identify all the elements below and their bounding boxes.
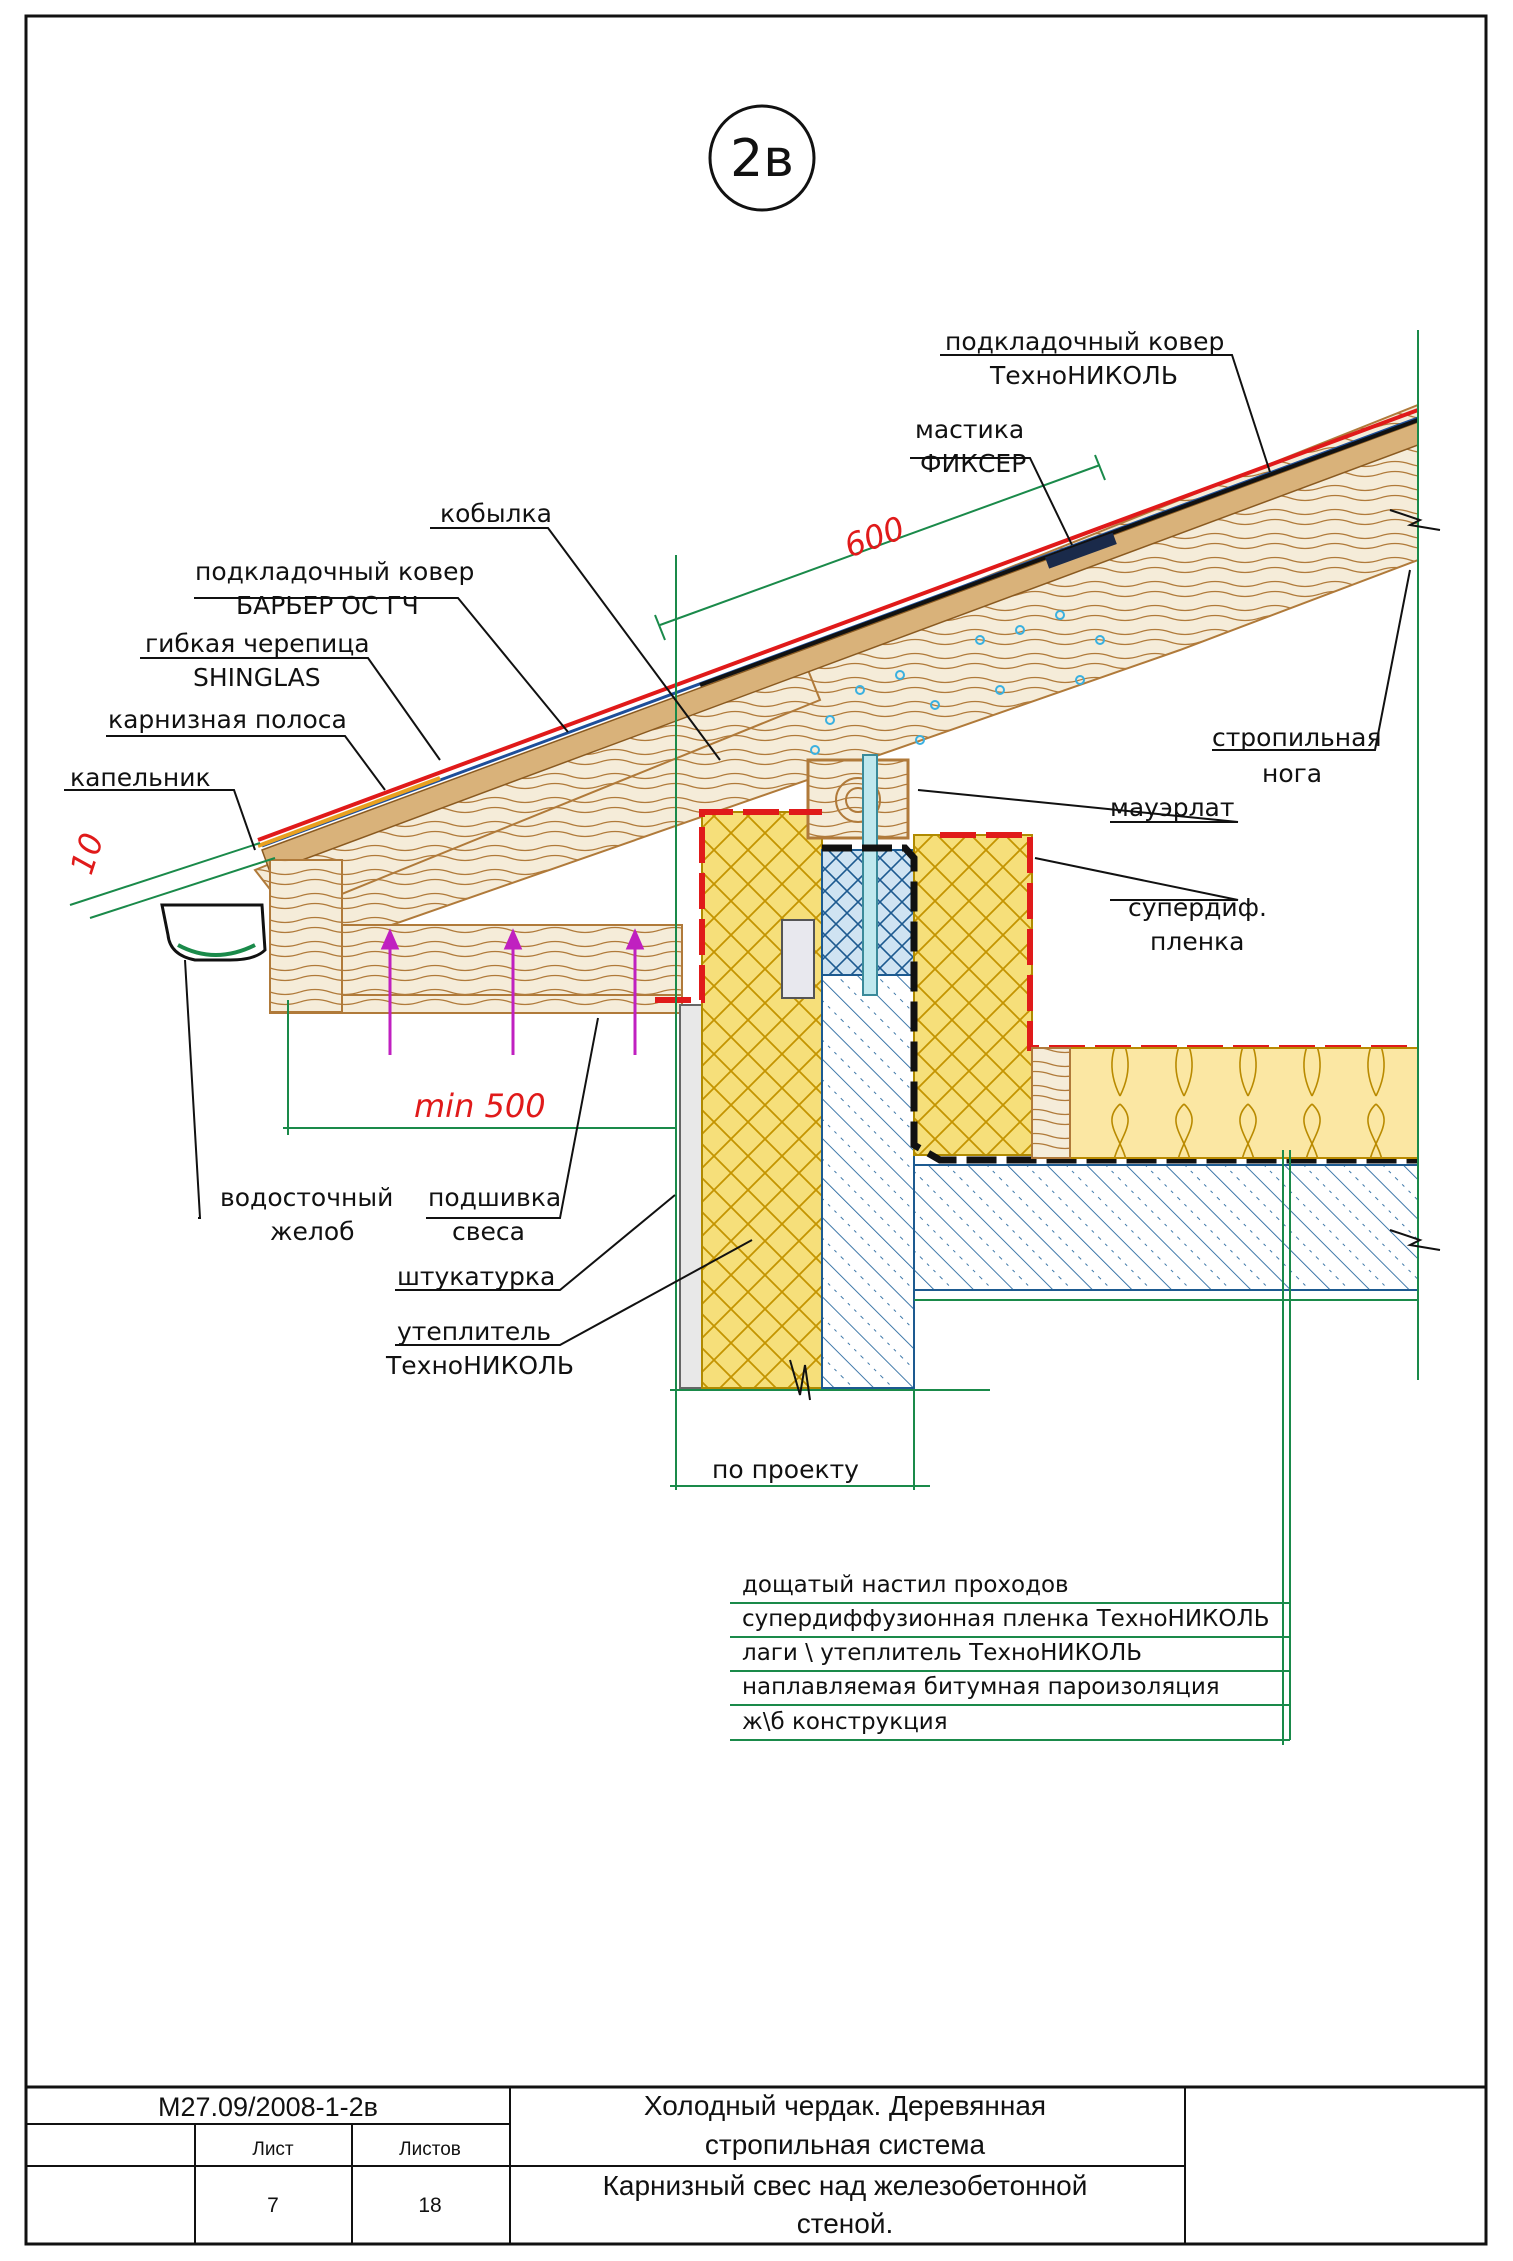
fascia-board xyxy=(269,859,343,1013)
floor-slab xyxy=(913,1164,1419,1291)
label-gutter-1: водосточный xyxy=(220,1183,393,1212)
label-plaster: штукатурка xyxy=(397,1262,555,1291)
label-underlay-top-1: подкладочный ковер xyxy=(945,327,1224,356)
title-line-1: Холодный чердак. Деревянная xyxy=(644,2090,1046,2121)
sheets-label: Листов xyxy=(399,2139,461,2160)
label-insul-2: ТехноНИКОЛЬ xyxy=(385,1351,574,1380)
mastic-strip xyxy=(1045,532,1117,569)
label-mauerlat: мауэрлат xyxy=(1110,793,1234,822)
mauerlat-beam xyxy=(806,758,910,840)
layers-legend: дощатый настил проходов супердиффузионна… xyxy=(730,1150,1291,1741)
guide-lines xyxy=(69,330,1419,1745)
shingle-line xyxy=(257,408,1419,842)
label-kobylka: кобылка xyxy=(440,499,552,528)
plaster-layer xyxy=(679,1004,703,1389)
layer-item: супердиффузионная пленка ТехноНИКОЛЬ xyxy=(742,1606,1270,1632)
dim-10: 10 xyxy=(63,828,112,878)
layer-item: ж\б конструкция xyxy=(742,1709,948,1735)
anchor-bolt xyxy=(862,754,878,996)
subtitle-line-2: стеной. xyxy=(797,2208,894,2239)
label-rafter-1: стропильная xyxy=(1212,723,1381,752)
layer-item: лаги \ утеплитель ТехноНИКОЛЬ xyxy=(742,1640,1142,1666)
label-mastic-1: мастика xyxy=(915,415,1024,444)
attic-joist xyxy=(1031,1047,1071,1159)
detail-mark: 2в xyxy=(708,104,816,212)
label-soffit-1: подшивка xyxy=(428,1183,561,1212)
sheet-number: 7 xyxy=(267,2194,279,2217)
label-underlay-top-2: ТехноНИКОЛЬ xyxy=(989,361,1178,390)
roof-assembly xyxy=(253,403,1419,1055)
title-block: М27.09/2008-1-2в Лист Листов 7 18 Холодн… xyxy=(24,2085,1488,2246)
label-membrane-1: супердиф. xyxy=(1128,893,1267,922)
air-flow-dots xyxy=(810,610,1105,755)
sheet-label: Лист xyxy=(252,2139,294,2160)
ventilation-arrows xyxy=(380,928,645,1055)
break-marks xyxy=(789,509,1441,1401)
title-line-2: стропильная система xyxy=(705,2129,986,2160)
sheets-total: 18 xyxy=(418,2194,441,2217)
label-drip: капельник xyxy=(70,763,211,792)
label-rafter-2: нога xyxy=(1262,759,1322,788)
label-soffit-2: свеса xyxy=(452,1217,525,1246)
label-mastic-2: ФИКСЕР xyxy=(920,449,1026,478)
label-insul-1: утеплитель xyxy=(397,1317,551,1346)
dim-min500: min 500 xyxy=(414,1087,546,1125)
label-barrier-2: БАРЬЕР ОС ГЧ xyxy=(236,591,419,620)
layer-item: дощатый настил проходов xyxy=(742,1572,1069,1598)
drawing-code: М27.09/2008-1-2в xyxy=(158,2092,378,2122)
outer-insulation xyxy=(701,811,823,1389)
inner-insulation xyxy=(913,834,1033,1156)
label-eaves-strip: карнизная полоса xyxy=(108,705,347,734)
label-shingle-1: гибкая черепица xyxy=(145,629,370,658)
membrane-line xyxy=(655,809,1418,1051)
subtitle-line-1: Карнизный свес над железобетонной xyxy=(603,2170,1088,2201)
wall-assembly xyxy=(655,754,1419,1389)
label-membrane-2: пленка xyxy=(1150,927,1244,956)
wall-bracket xyxy=(781,919,815,999)
label-shingle-2: SHINGLAS xyxy=(193,663,321,692)
label-by-project: по проекту xyxy=(712,1455,859,1484)
layer-item: наплавляемая битумная пароизоляция xyxy=(742,1674,1220,1700)
eaves-strip-line xyxy=(257,776,441,848)
vapour-barrier-line xyxy=(822,844,1418,1164)
gutter xyxy=(160,903,267,962)
attic-insulation xyxy=(1069,1047,1419,1159)
detail-mark-text: 2в xyxy=(730,129,794,189)
dim-600: 600 xyxy=(839,509,909,566)
label-barrier-1: подкладочный ковер xyxy=(195,557,474,586)
label-gutter-2: желоб xyxy=(270,1217,355,1246)
leaders xyxy=(64,354,1411,1346)
